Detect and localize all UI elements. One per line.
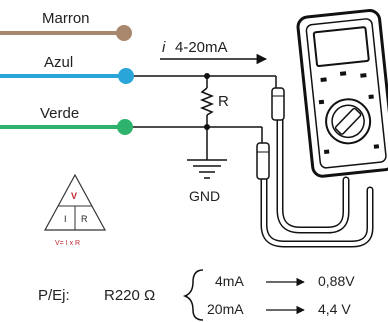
ground-icon xyxy=(187,159,227,179)
probe-black xyxy=(256,127,270,180)
current-symbol: i xyxy=(162,39,166,56)
brace-icon xyxy=(182,269,204,321)
current-range: 4-20mA xyxy=(175,39,228,56)
current-indicator: i 4-20mA xyxy=(160,39,268,65)
junction-dot-bottom xyxy=(204,124,210,130)
wire-verde-terminal xyxy=(117,119,133,135)
wire-verde-label: Verde xyxy=(40,105,79,122)
ground-label: GND xyxy=(189,188,220,204)
example-resistor: R220 Ω xyxy=(104,287,155,304)
example-row-1-current: 4mA xyxy=(215,273,244,289)
triangle-right: R xyxy=(81,214,88,224)
wire-marron: Marron xyxy=(0,10,132,41)
wire-azul: Azul xyxy=(0,54,134,84)
example-prefix: P/Ej: xyxy=(38,287,70,304)
wire-marron-label: Marron xyxy=(42,10,90,27)
example-row-2-voltage: 4,4 V xyxy=(318,301,351,317)
ohm-law-triangle: V I R V= I x R xyxy=(43,173,107,247)
example-row-2-current: 20mA xyxy=(207,301,244,317)
probe-red xyxy=(271,76,285,121)
wire-azul-label: Azul xyxy=(44,54,73,71)
triangle-top: V xyxy=(71,191,77,201)
wire-azul-terminal xyxy=(118,68,134,84)
example-block: P/Ej: R220 Ω 4mA 0,88V 20mA 4,4 V xyxy=(38,269,355,321)
circuit-lines xyxy=(133,75,276,160)
resistor-label: R xyxy=(218,93,229,110)
resistor-icon xyxy=(199,87,215,116)
wire-verde: Verde xyxy=(0,105,133,135)
example-row-1-voltage: 0,88V xyxy=(318,273,355,289)
multimeter-icon xyxy=(296,9,388,178)
triangle-formula: V= I x R xyxy=(55,240,80,247)
probe-leads xyxy=(260,116,374,248)
junction-dot-top xyxy=(204,73,210,79)
wire-marron-terminal xyxy=(116,25,132,41)
triangle-left: I xyxy=(64,214,67,224)
